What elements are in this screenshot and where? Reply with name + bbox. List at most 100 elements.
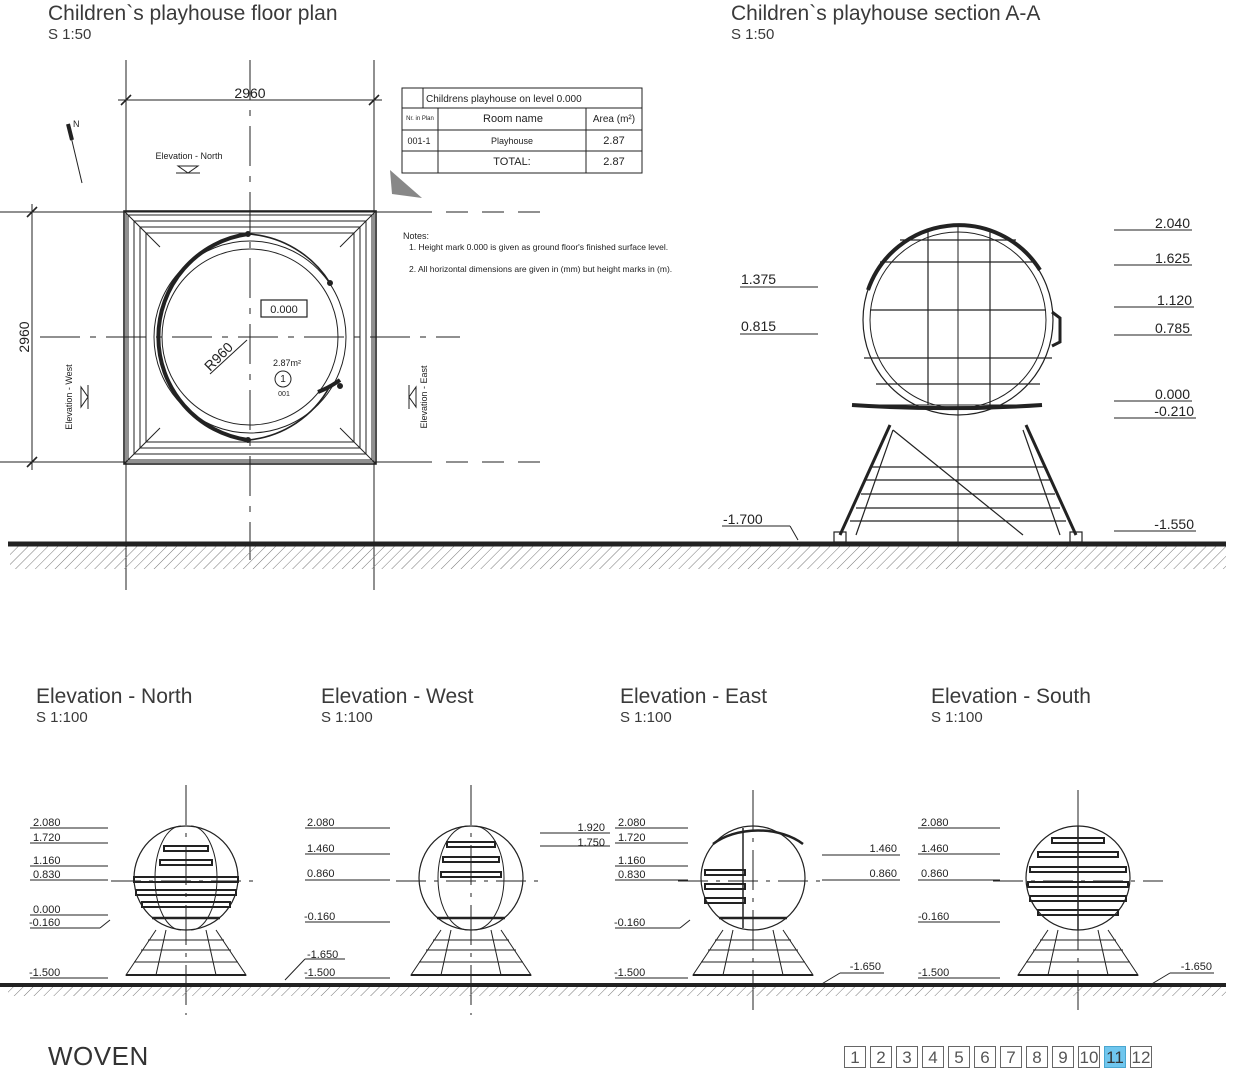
elev-level: -1.650 [307, 949, 338, 961]
elev-level: 1.720 [33, 832, 61, 844]
elev-level: -1.500 [304, 967, 335, 979]
elev-level: 2.080 [921, 817, 949, 829]
page-navigation: 1 2 3 4 5 6 7 8 9 10 11 12 [844, 1046, 1152, 1068]
plan-label-north: Elevation - North [155, 151, 222, 161]
elev-level: 2.080 [618, 817, 646, 829]
section-level: 0.815 [741, 318, 776, 334]
plan-label-east: Elevation - East [419, 365, 429, 429]
room-table-header-name: Room name [483, 113, 543, 125]
room-table-caption: Childrens playhouse on level 0.000 [426, 94, 582, 105]
elev-level: 0.860 [921, 868, 949, 880]
elevation-east-title: Elevation - East [620, 685, 768, 708]
room-table-cell: 2.87 [603, 135, 624, 147]
plan-area: 2.87m² [273, 358, 301, 368]
elevation-east-scale: S 1:100 [620, 709, 672, 726]
elev-level: -1.500 [614, 967, 645, 979]
elev-level: 0.830 [33, 869, 61, 881]
room-table-cell: 001-1 [407, 136, 430, 146]
elev-level: 1.160 [33, 855, 61, 867]
section-title: Children`s playhouse section A-A [731, 2, 1041, 25]
section-level: 1.120 [1157, 292, 1192, 308]
page-link-11-current[interactable]: 11 [1104, 1046, 1126, 1068]
elevation-north-title: Elevation - North [36, 685, 193, 708]
elev-level: 0.860 [869, 868, 897, 880]
elev-level: -1.500 [29, 967, 60, 979]
brand-logo: WOVEN [48, 1041, 149, 1071]
room-table [401, 87, 643, 174]
section-level: -1.700 [723, 511, 763, 527]
note-item: 1. Height mark 0.000 is given as ground … [409, 242, 668, 252]
ground-top [8, 541, 1226, 569]
elev-level: -1.650 [850, 961, 881, 973]
elevation-level-labels: 2.080 1.720 1.160 0.830 0.000 -0.160 -1.… [29, 817, 1212, 979]
elev-level: 0.000 [33, 904, 61, 916]
room-table-text: Childrens playhouse on level 0.000 Nr. i… [406, 94, 635, 168]
elev-level: -0.160 [29, 917, 60, 929]
notes: Notes: 1. Height mark 0.000 is given as … [403, 231, 672, 274]
elev-level: -0.160 [304, 911, 335, 923]
section-level-lines [722, 229, 1196, 541]
elevation-west-scale: S 1:100 [321, 709, 373, 726]
elevation-south-scale: S 1:100 [931, 709, 983, 726]
room-table-cell: Playhouse [491, 136, 533, 146]
plan-room-number: 1 [280, 374, 286, 385]
elev-level: 1.460 [921, 843, 949, 855]
elev-level: 2.080 [33, 817, 61, 829]
page-link-8[interactable]: 8 [1026, 1046, 1048, 1068]
page-link-10[interactable]: 10 [1078, 1046, 1100, 1068]
elevation-east-drawing [678, 790, 828, 1015]
page-link-2[interactable]: 2 [870, 1046, 892, 1068]
elev-level: 1.720 [618, 832, 646, 844]
elev-level: -1.650 [1181, 961, 1212, 973]
page-link-5[interactable]: 5 [948, 1046, 970, 1068]
section-drawing [833, 223, 1083, 545]
elev-level: 0.830 [618, 869, 646, 881]
plan-radius: R960 [201, 339, 236, 374]
section-scale: S 1:50 [731, 26, 775, 43]
page-link-6[interactable]: 6 [974, 1046, 996, 1068]
ground-bottom [0, 983, 1226, 996]
elev-level: 1.460 [869, 843, 897, 855]
page-link-12[interactable]: 12 [1130, 1046, 1152, 1068]
section-level-labels: 2.040 1.625 1.120 0.785 0.000 -0.210 -1.… [723, 215, 1194, 532]
page-link-1[interactable]: 1 [844, 1046, 866, 1068]
page-link-3[interactable]: 3 [896, 1046, 918, 1068]
note-item: 2. All horizontal dimensions are given i… [409, 264, 672, 274]
section-level: -1.550 [1154, 516, 1194, 532]
elev-level: 1.460 [307, 843, 335, 855]
elevation-west-title: Elevation - West [321, 685, 474, 708]
dim-width: 2960 [234, 85, 265, 101]
section-level: -0.210 [1154, 403, 1194, 419]
section-level: 1.375 [741, 271, 776, 287]
page-link-9[interactable]: 9 [1052, 1046, 1074, 1068]
floor-plan [0, 60, 545, 590]
elev-level: 1.920 [577, 822, 605, 834]
section-level: 1.625 [1155, 250, 1190, 266]
room-table-cell: TOTAL: [493, 156, 531, 168]
elev-level: -0.160 [614, 917, 645, 929]
elev-level: 1.750 [577, 837, 605, 849]
plan-room-code: 001 [278, 391, 290, 398]
elevation-south-title: Elevation - South [931, 685, 1091, 708]
page-link-4[interactable]: 4 [922, 1046, 944, 1068]
elev-level: -0.160 [918, 911, 949, 923]
page-link-7[interactable]: 7 [1000, 1046, 1022, 1068]
north-arrow-label: N [73, 119, 80, 129]
room-table-header-nr: Nr. in Plan [406, 116, 434, 122]
section-level: 0.785 [1155, 320, 1190, 336]
elevation-west-drawing [396, 785, 546, 1015]
room-table-cell: 2.87 [603, 156, 624, 168]
elevation-south-drawing [993, 790, 1163, 1015]
floor-plan-title: Children`s playhouse floor plan [48, 2, 338, 25]
section-level: 0.000 [1155, 386, 1190, 402]
elev-level: 1.160 [618, 855, 646, 867]
elevation-level-lines [30, 827, 1214, 986]
elev-level: 0.860 [307, 868, 335, 880]
floor-plan-labels: 2960 2960 N Elevation - North Elevation … [16, 85, 429, 430]
plan-label-west: Elevation - West [64, 364, 74, 430]
elevation-north-scale: S 1:100 [36, 709, 88, 726]
dim-height: 2960 [16, 321, 32, 352]
room-table-header-area: Area (m²) [593, 114, 635, 125]
elev-level: 2.080 [307, 817, 335, 829]
